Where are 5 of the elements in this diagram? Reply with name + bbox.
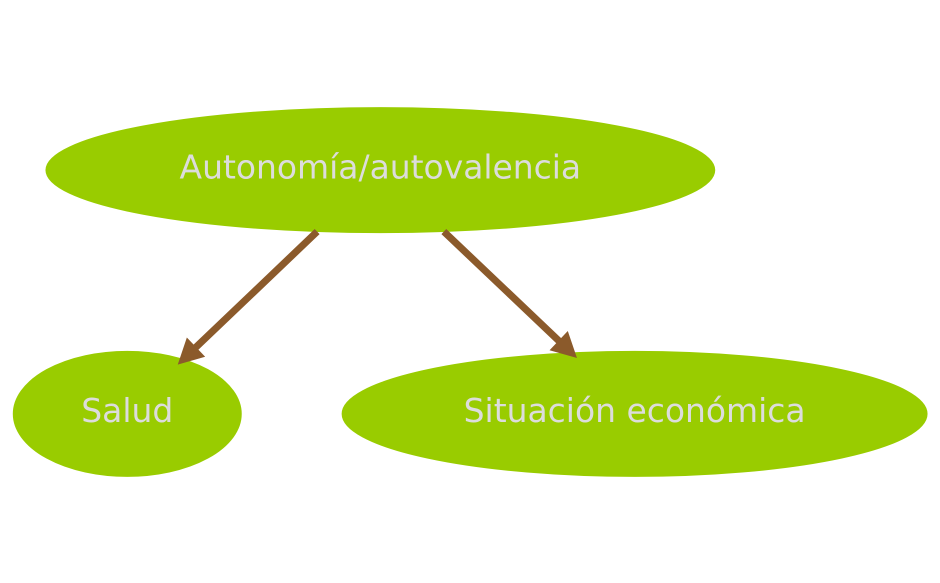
node-ellipse: Situación económica [342, 350, 928, 476]
node-ellipse: Salud [12, 350, 242, 476]
arrow [441, 228, 577, 358]
node-ellipse: Autonomía/autovalencia [45, 106, 716, 233]
arrow [178, 228, 320, 364]
